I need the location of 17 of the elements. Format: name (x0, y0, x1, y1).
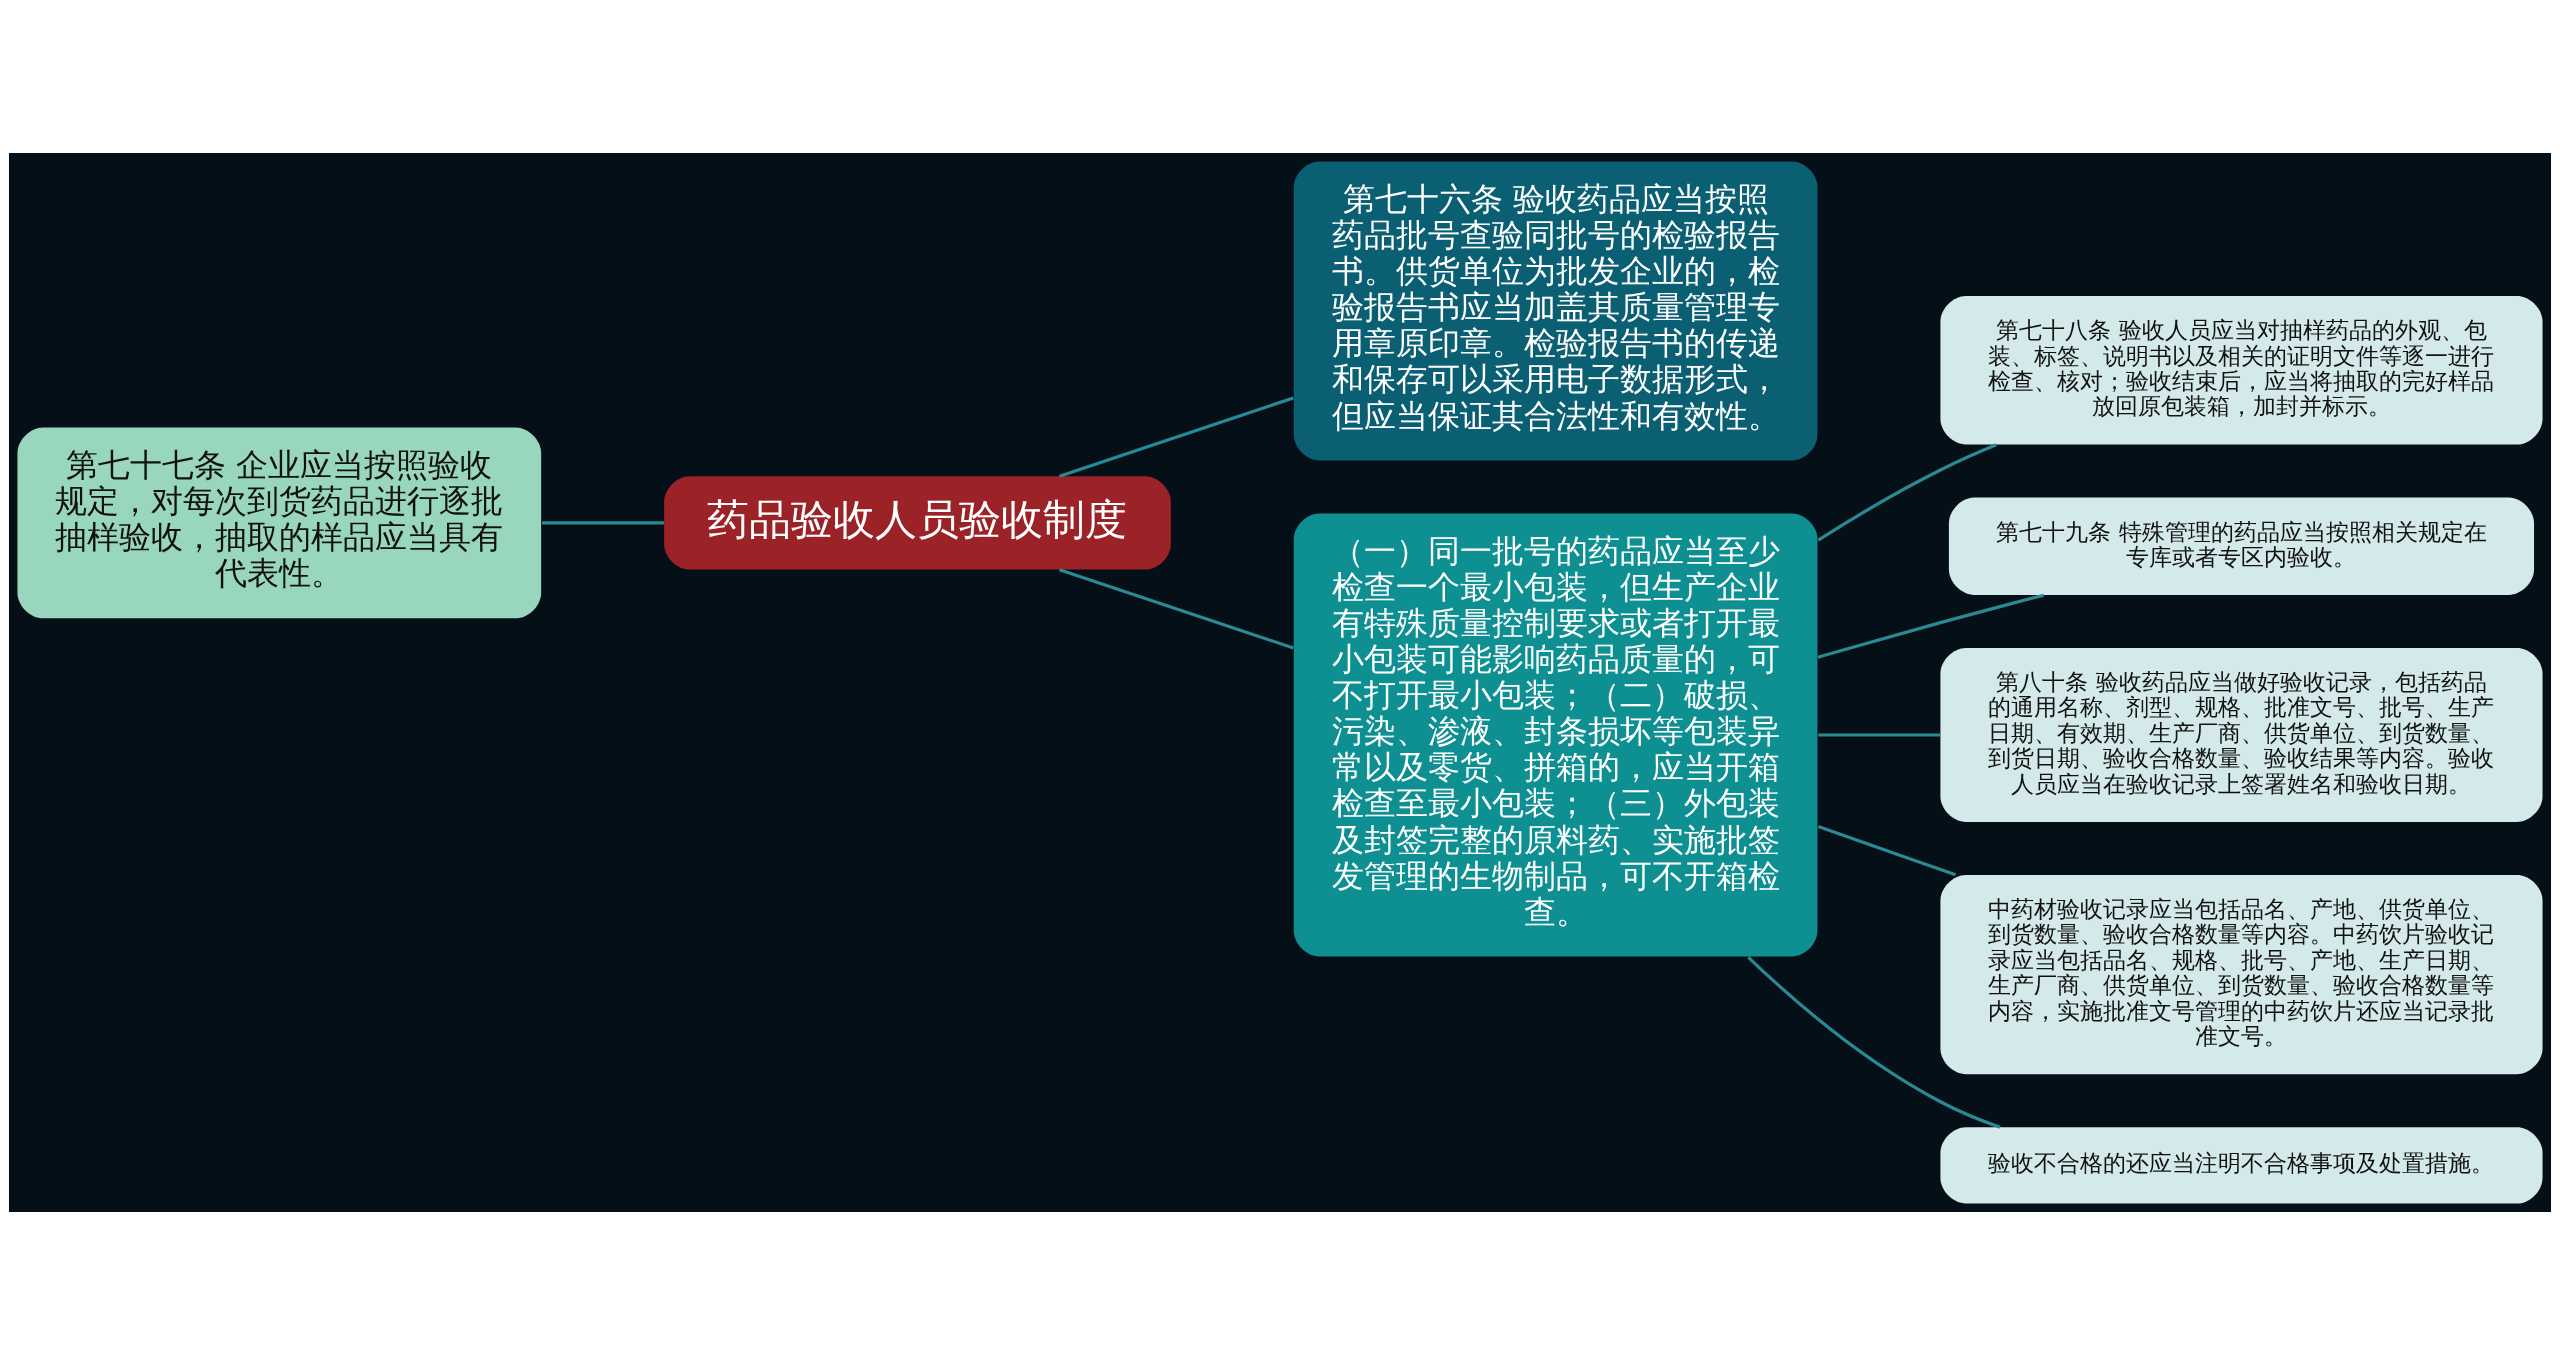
node-box: 第七十九条 特殊管理的药品应当按照相关规定在专库或者专区内验收。 (1948, 497, 2535, 596)
connector (1817, 443, 1997, 542)
node-box: 中药材验收记录应当包括品名、产地、供货单位、到货数量、验收合格数量等内容。中药饮片验收记录应当包括品名、规格、批号、产地、生产日期、生产厂商、供货单位、到货数量、验收合格数量等内容，实施批准文号管理的中药饮片还应当记录批准文号。 (1940, 874, 2543, 1075)
node-box: 药品验收人员验收制度 (664, 476, 1171, 570)
connector (1747, 956, 2001, 1129)
connector (1818, 733, 1941, 737)
connector (1059, 568, 1294, 650)
node-box: 第七十七条 企业应当按照验收规定，对每次到货药品进行逐批抽样验收，抽取的样品应当具有代表性。 (17, 427, 542, 619)
node-box: 第八十条 验收药品应当做好验收记录，包括药品的通用名称、剂型、规格、批准文号、批号、生产日期、有效期、生产厂商、供货单位、到货数量、到货日期、验收合格数量、验收结果等内容。验收人员应当在验收记录上签署姓名和验收日期。 (1940, 648, 2543, 822)
connector (1817, 825, 1957, 877)
connector (1059, 396, 1294, 478)
node-box: 验收不合格的还应当注明不合格事项及处置措施。 (1940, 1127, 2543, 1204)
node-box: （一）同一批号的药品应当至少检查一个最小包装，但生产企业有特殊质量控制要求或者打开最小包装可能影响药品质量的，可不打开最小包装；（二）破损、污染、渗液、封条损坏等包装异常以及零货、拼箱的，应当开箱检查至最小包装；（三）外包装及封签完整的原料药、实施批签发管理的生物制品，可不开箱检查。 (1293, 513, 1818, 957)
node-box: 第七十八条 验收人员应当对抽样药品的外观、包装、标签、说明书以及相关的证明文件等逐一进行检查、核对；验收结束后，应当将抽取的完好样品放回原包装箱，加封并标示。 (1940, 296, 2543, 445)
connector (1817, 593, 2045, 659)
connector (542, 521, 664, 525)
node-box: 第七十六条 验收药品应当按照药品批号查验同批号的检验报告书。供货单位为批发企业的，检验报告书应当加盖其质量管理专用章原印章。检验报告书的传递和保存可以采用电子数据形式，但应当保证其合法性和有效性。 (1293, 161, 1818, 461)
